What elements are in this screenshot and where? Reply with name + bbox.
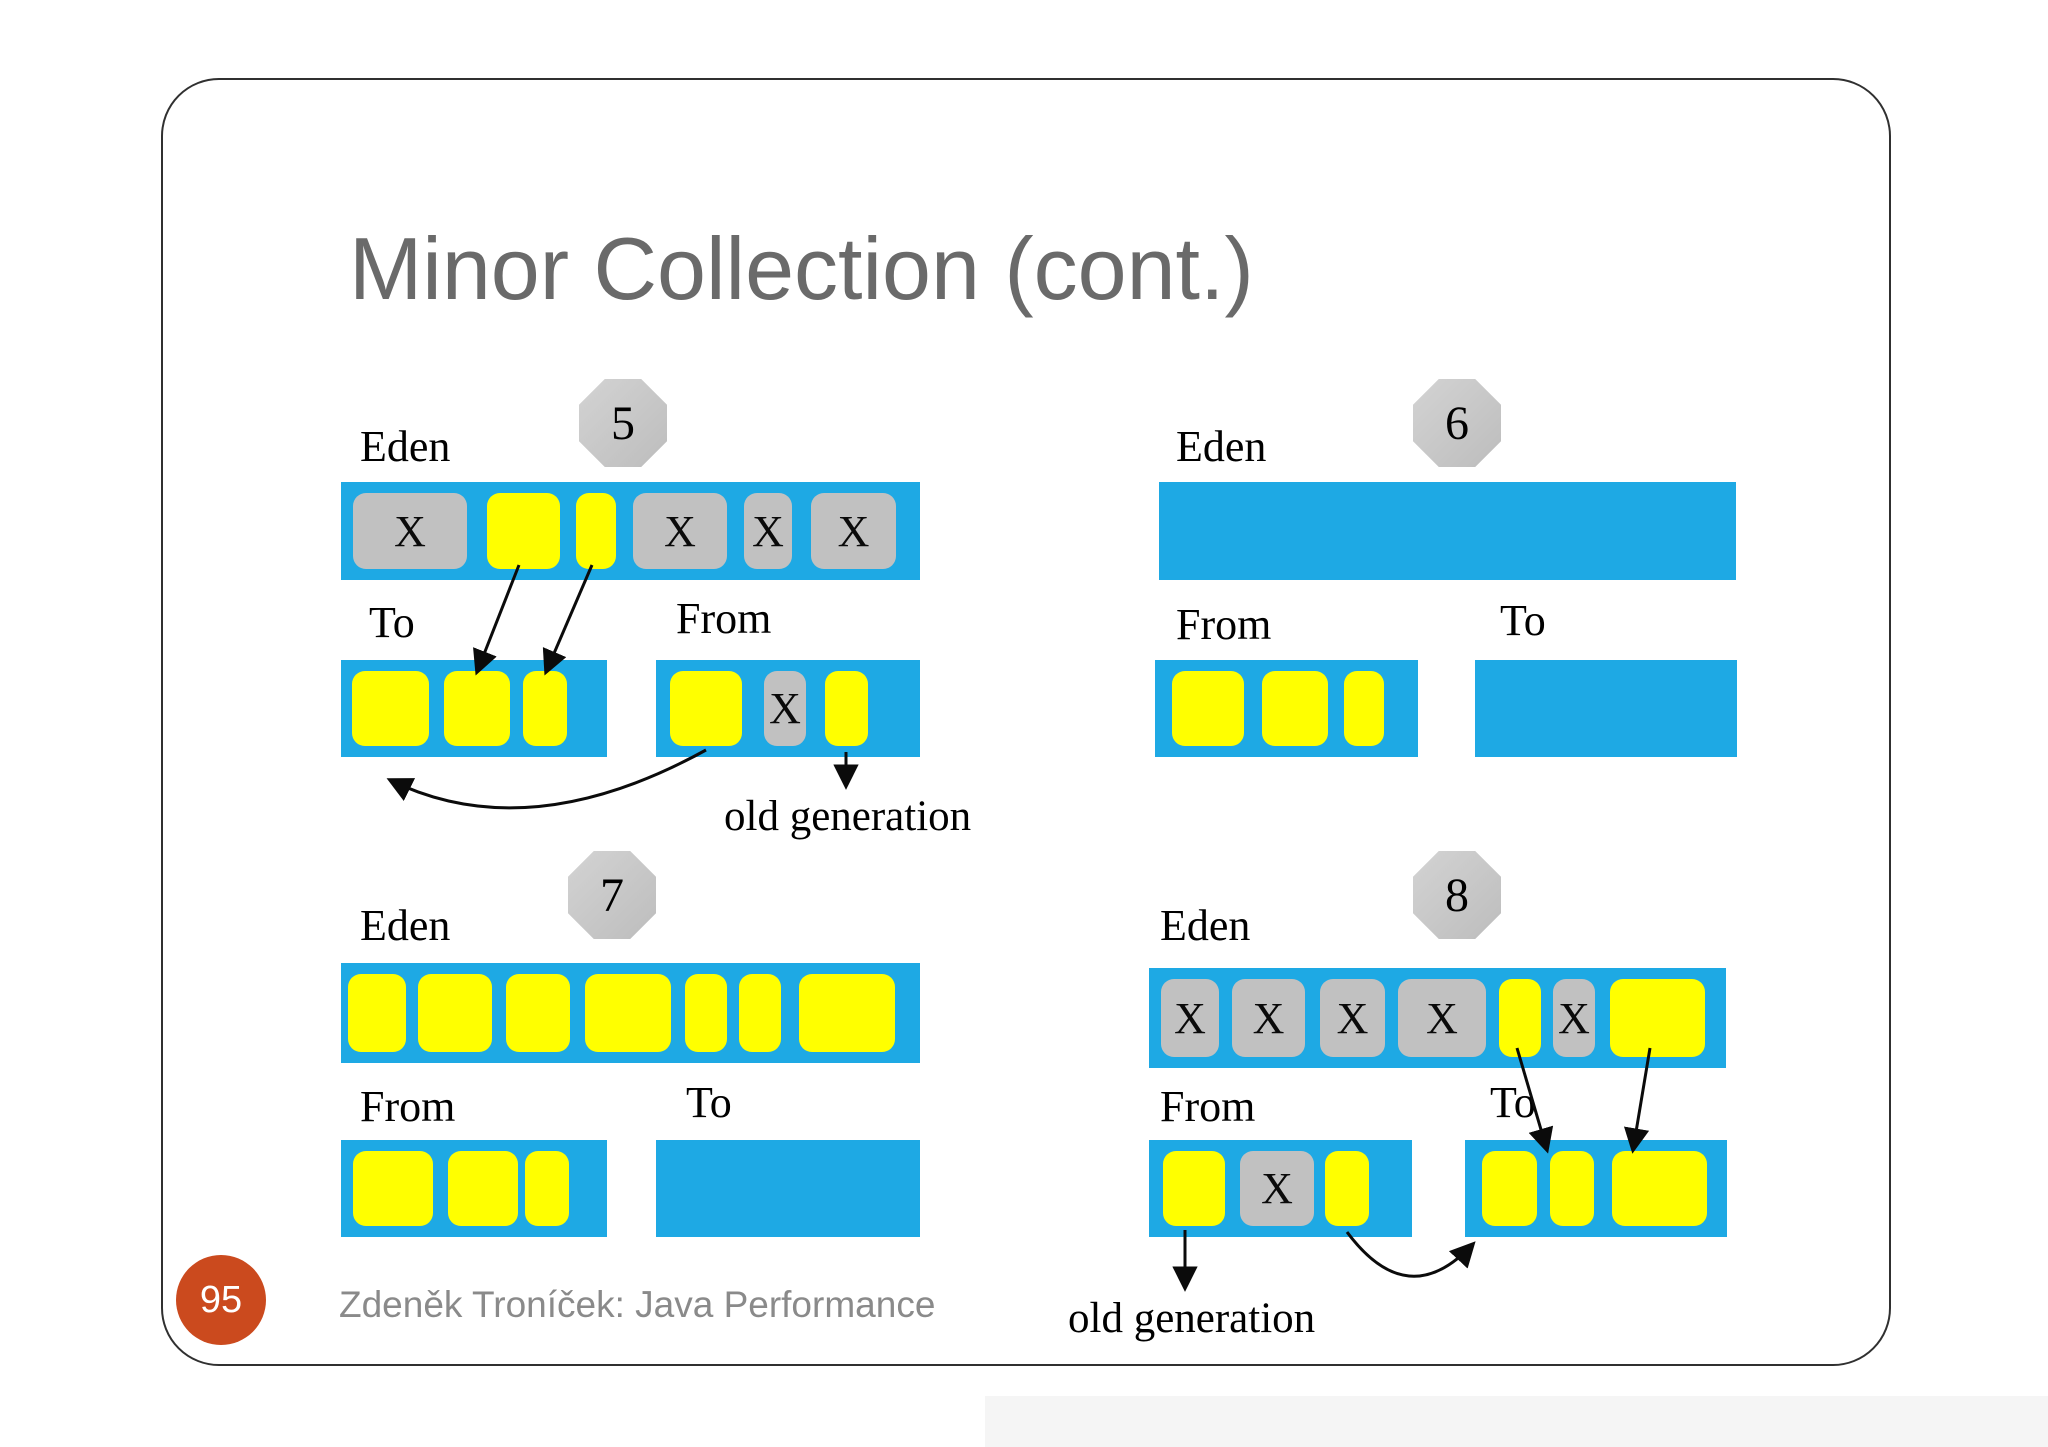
label-eden: Eden [1160, 901, 1251, 950]
eden-bar [341, 963, 920, 1063]
step-badge-octagon: 6 [1413, 379, 1501, 467]
label-to: To [369, 598, 415, 647]
live-object-block [1550, 1151, 1594, 1226]
live-object-block [525, 1151, 569, 1226]
footer-credit: Zdeněk Troníček: Java Performance [339, 1284, 936, 1325]
from-bar [341, 1140, 607, 1237]
bottom-gray-strip [985, 1396, 2048, 1447]
live-object-block [1262, 671, 1328, 746]
dead-object-block: X [744, 493, 792, 569]
eden-bar [1159, 482, 1736, 580]
live-object-block [1163, 1151, 1225, 1226]
live-object-block [670, 671, 742, 746]
live-object-block [353, 1151, 433, 1226]
label-to: To [1500, 596, 1546, 645]
live-object-block [825, 671, 868, 746]
live-object-block [1610, 979, 1705, 1057]
to-bar [1465, 1140, 1727, 1237]
step-badge-octagon: 8 [1413, 851, 1501, 939]
dead-object-block: X [1161, 979, 1219, 1057]
dead-object-block: X [1320, 979, 1385, 1057]
page-number-circle: 95 [176, 1255, 266, 1345]
from-bar: X [656, 660, 920, 757]
live-object-block [585, 974, 671, 1052]
live-object-block [418, 974, 492, 1052]
live-object-block [1172, 671, 1244, 746]
live-object-block [1325, 1151, 1369, 1226]
live-object-block [1344, 671, 1384, 746]
live-object-block [352, 671, 429, 746]
dead-object-block: X [1240, 1151, 1314, 1226]
live-object-block [1482, 1151, 1537, 1226]
label-from: From [676, 594, 772, 643]
step-badge-octagon: 7 [568, 851, 656, 939]
live-object-block [1612, 1151, 1707, 1226]
live-object-block [685, 974, 727, 1052]
page-number: 95 [199, 1278, 243, 1321]
to-bar [341, 660, 607, 757]
from-bar: X [1149, 1140, 1412, 1237]
page-title: Minor Collection (cont.) [349, 219, 1254, 318]
live-object-block [739, 974, 781, 1052]
live-object-block [506, 974, 570, 1052]
dead-object-block: X [353, 493, 467, 569]
live-object-block [576, 493, 616, 569]
live-object-block [487, 493, 560, 569]
dead-object-block: X [1398, 979, 1486, 1057]
live-object-block [348, 974, 406, 1052]
label-eden: Eden [360, 901, 451, 950]
old-generation-label: old generation [1068, 1295, 1316, 1342]
dead-object-block: X [633, 493, 727, 569]
label-from: From [360, 1082, 456, 1131]
live-object-block [444, 671, 510, 746]
label-to: To [686, 1078, 732, 1127]
label-eden: Eden [360, 422, 451, 471]
label-eden: Eden [1176, 422, 1267, 471]
from-bar [1155, 660, 1418, 757]
live-object-block [799, 974, 895, 1052]
to-bar [656, 1140, 920, 1237]
label-from: From [1160, 1082, 1256, 1131]
live-object-block [1499, 979, 1541, 1057]
label-from: From [1176, 600, 1272, 649]
dead-object-block: X [811, 493, 896, 569]
label-to: To [1490, 1078, 1536, 1127]
dead-object-block: X [764, 671, 806, 746]
to-bar [1475, 660, 1737, 757]
dead-object-block: X [1553, 979, 1595, 1057]
live-object-block [448, 1151, 518, 1226]
step-badge-octagon: 5 [579, 379, 667, 467]
live-object-block [523, 671, 567, 746]
old-generation-label: old generation [724, 793, 972, 840]
dead-object-block: X [1232, 979, 1305, 1057]
